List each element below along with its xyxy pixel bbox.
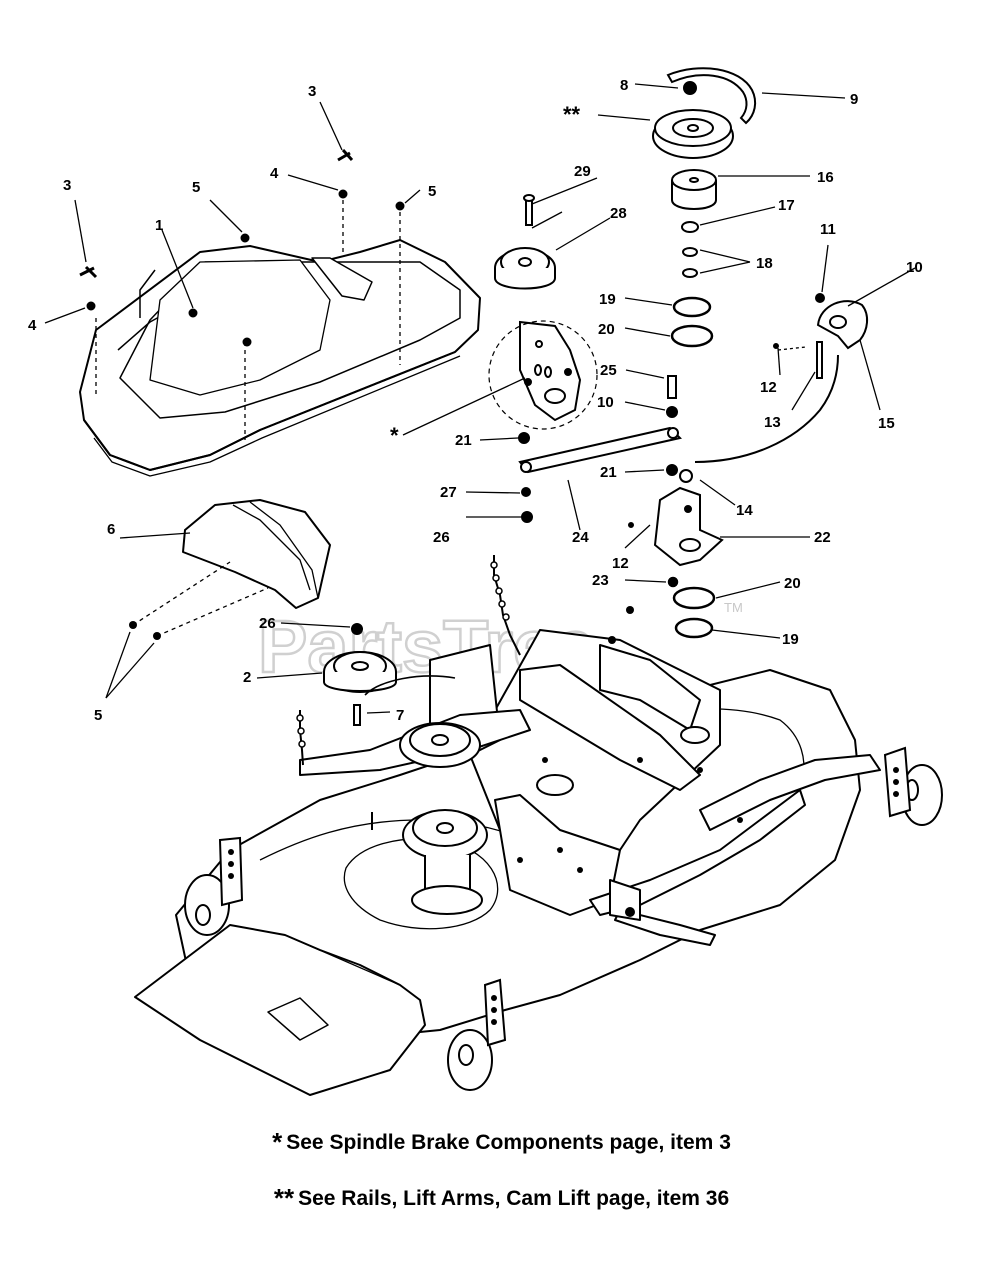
callout-9: 9: [850, 91, 858, 108]
callout-20-lower: 20: [784, 575, 801, 592]
callout-13: 13: [764, 414, 781, 431]
belt-shield: [182, 499, 331, 609]
double-star-pulley: [652, 109, 734, 159]
callout-14: 14: [736, 502, 753, 519]
callout-4-top: 4: [270, 165, 279, 182]
footnote-single-star-marker: *: [272, 1127, 283, 1157]
callout-21-left: 21: [455, 432, 472, 449]
callout-22: 22: [814, 529, 831, 546]
callout-28: 28: [610, 205, 627, 222]
spacer-16: [671, 169, 717, 210]
callout-10-right: 10: [906, 259, 923, 276]
footnote-double-star-marker: **: [273, 1183, 295, 1213]
callout-21-center: 21: [600, 464, 617, 481]
watermark-trademark: TM: [724, 600, 743, 615]
callout-3-left: 3: [63, 177, 71, 194]
deck-cover-fasteners: [79, 148, 405, 347]
callout-20-upper: 20: [598, 321, 615, 338]
callout-12-center: 12: [612, 555, 629, 572]
idler-pulley: [323, 623, 397, 726]
deck-cover: [79, 239, 481, 477]
callout-8: 8: [620, 77, 628, 94]
footnote-double-star: **See Rails, Lift Arms, Cam Lift page, i…: [0, 1183, 1003, 1214]
deck-spindles: [399, 722, 710, 915]
callout-12-right: 12: [760, 379, 777, 396]
callout-double-star: **: [563, 102, 581, 127]
leader-lines-idler: [256, 622, 456, 714]
idler-arm-24: [518, 426, 682, 474]
bolt-stack-center: [666, 375, 678, 476]
callout-17: 17: [778, 197, 795, 214]
callout-23: 23: [592, 572, 609, 589]
callout-19-lower: 19: [782, 631, 799, 648]
bearing-rings-lower: [667, 576, 716, 639]
bracket-22: [653, 469, 724, 567]
callout-11: 11: [820, 221, 836, 238]
leader-lines-center: [402, 83, 916, 639]
callout-6: 6: [107, 521, 115, 538]
callout-26-idler: 26: [259, 615, 276, 632]
callout-5-cover: 5: [192, 179, 200, 196]
callout-18: 18: [756, 255, 773, 272]
footnote-single-star-text: See Spindle Brake Components page, item …: [286, 1131, 731, 1154]
dashed-detail-circle: [488, 320, 598, 430]
callout-19-upper: 19: [599, 291, 616, 308]
callout-25: 25: [600, 362, 617, 379]
chain-links: [296, 561, 510, 748]
callout-2: 2: [243, 669, 251, 686]
deck-hardware: [517, 606, 743, 917]
callout-star: *: [390, 423, 399, 448]
callout-3-top: 3: [308, 83, 316, 100]
callout-24: 24: [572, 529, 589, 546]
footnote-double-star-text: See Rails, Lift Arms, Cam Lift page, ite…: [298, 1187, 730, 1210]
callout-10-center: 10: [597, 394, 614, 411]
pulley-28: [494, 194, 556, 290]
callout-27: 27: [440, 484, 457, 501]
callout-5-shield: 5: [94, 707, 102, 724]
leader-lines-cover: [44, 101, 421, 440]
callout-15: 15: [878, 415, 895, 432]
callout-26-upper: 26: [433, 529, 450, 546]
callout-1: 1: [155, 217, 163, 234]
deck-frame: [299, 629, 881, 946]
washers-17-18: [681, 221, 699, 278]
bearing-rings-upper: [670, 296, 714, 348]
callout-4-left: 4: [28, 317, 37, 334]
brake-arm-15: [628, 293, 868, 528]
callout-5-cover-right: 5: [428, 183, 436, 200]
leader-lines-shield: [105, 532, 269, 699]
spindle-brake-bracket: [518, 320, 582, 523]
gauge-wheels: [184, 746, 943, 1091]
callouts: 1 2 3 3 4 4 5 5 5 6 7 8 9 10 10 11 12 12…: [28, 77, 923, 724]
callout-29: 29: [574, 163, 591, 180]
belt-guide: [666, 67, 757, 125]
wheel-bracket-holes: [228, 767, 899, 1025]
brake-cable: [694, 354, 839, 463]
footnote-single-star: *See Spindle Brake Components page, item…: [0, 1127, 1003, 1158]
callout-16: 16: [817, 169, 834, 186]
callout-7: 7: [396, 707, 404, 724]
